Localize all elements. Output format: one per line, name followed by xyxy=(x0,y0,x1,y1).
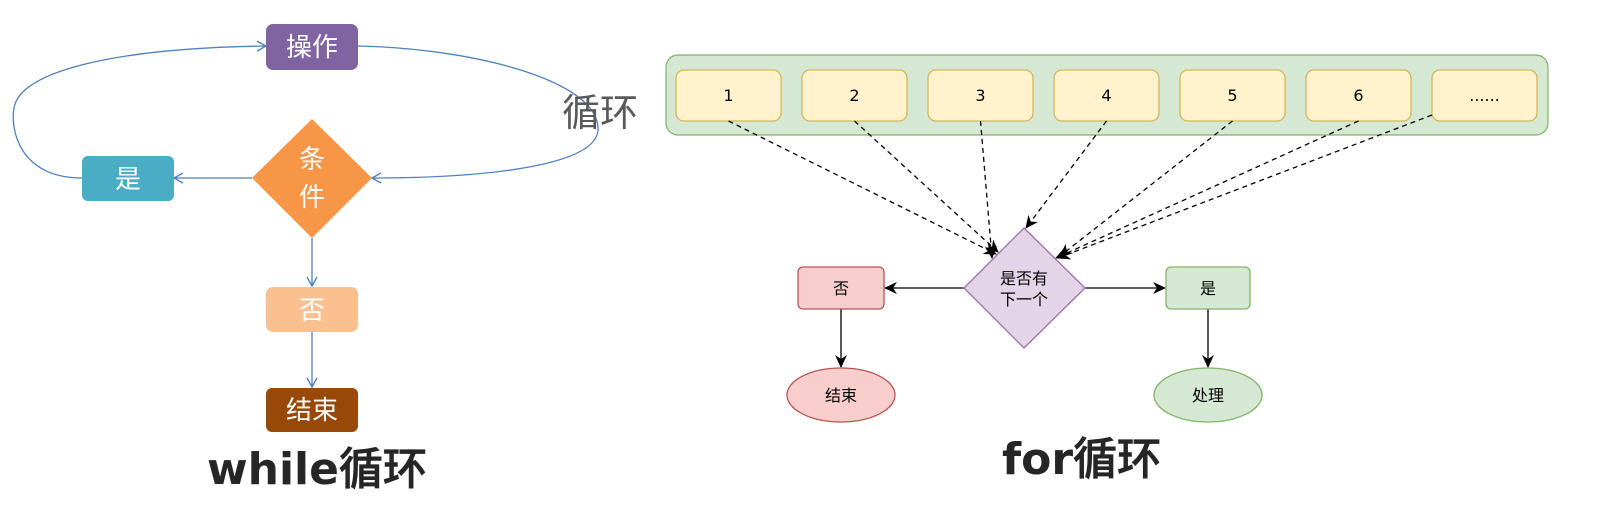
node-process: 处理 xyxy=(1153,367,1263,423)
dashed-edge-item-to-decision xyxy=(979,120,997,259)
dashed-edge-item-to-decision xyxy=(854,120,999,253)
iterable-item-label: 5 xyxy=(1227,86,1237,105)
edge-operation-to-condition xyxy=(356,45,599,184)
node-condition: 条 件 xyxy=(252,119,372,238)
while-loop-diagram: 操作 条 件 是 否 结束 循环 while循环 xyxy=(12,24,638,495)
dashed-edge-item-to-decision xyxy=(1025,120,1108,229)
node-condition-label-line2: 件 xyxy=(299,183,325,213)
iterable-items: 1 2 3 4 5 6...... xyxy=(675,69,1538,122)
node-yes: 是 xyxy=(82,156,174,201)
dashed-edge-item-to-decision xyxy=(728,120,997,255)
dashed-edge-item-to-decision xyxy=(1055,120,1359,259)
iterable-item: 3 xyxy=(927,69,1034,122)
node-no: 否 xyxy=(266,287,358,332)
node-condition-label-line1: 条 xyxy=(299,145,325,175)
iterable-item: 4 xyxy=(1053,69,1160,122)
node-yes: 是 xyxy=(1165,266,1251,310)
dashed-edge-item-to-decision xyxy=(1059,120,1233,257)
iterable-item: 5 xyxy=(1179,69,1286,122)
node-end-label: 结束 xyxy=(825,386,857,405)
for-title: for循环 xyxy=(1002,434,1161,485)
node-operation-label: 操作 xyxy=(286,33,338,63)
node-no: 否 xyxy=(797,266,885,310)
item-to-decision-edges xyxy=(728,114,1433,260)
node-end-label: 结束 xyxy=(286,396,338,426)
edge-yes-to-operation xyxy=(12,40,268,179)
iterable-item: 6 xyxy=(1305,69,1412,122)
iterable-item-box xyxy=(1431,69,1538,122)
for-loop-diagram: 1 2 3 4 5 6...... 是否有 下一个 否 是 结束 xyxy=(665,54,1549,485)
node-process-label: 处理 xyxy=(1192,386,1224,405)
node-operation: 操作 xyxy=(266,24,358,70)
iterable-item-label: 1 xyxy=(723,86,733,105)
iterable-item-label: 3 xyxy=(975,86,985,105)
node-end: 结束 xyxy=(786,367,896,423)
node-yes-label: 是 xyxy=(1200,279,1216,298)
iterable-item-label: 4 xyxy=(1101,86,1111,105)
iterable-item-label: ...... xyxy=(1469,86,1500,105)
iterable-item-label: 2 xyxy=(849,86,859,105)
loop-label: 循环 xyxy=(562,91,638,135)
iterable-item-label: 6 xyxy=(1353,86,1363,105)
iterable-item: ...... xyxy=(1431,69,1538,122)
node-decision: 是否有 下一个 xyxy=(963,227,1086,349)
node-decision-label-line1: 是否有 xyxy=(1000,269,1048,288)
node-yes-label: 是 xyxy=(115,165,141,195)
node-end: 结束 xyxy=(266,388,358,432)
iterable-item: 1 xyxy=(675,69,782,122)
node-no-label: 否 xyxy=(299,296,325,326)
while-title: while循环 xyxy=(207,444,427,495)
dashed-edge-item-to-decision xyxy=(1057,114,1433,260)
iterable-item: 2 xyxy=(801,69,908,122)
node-no-label: 否 xyxy=(833,279,849,298)
node-decision-label-line2: 下一个 xyxy=(1000,290,1048,309)
